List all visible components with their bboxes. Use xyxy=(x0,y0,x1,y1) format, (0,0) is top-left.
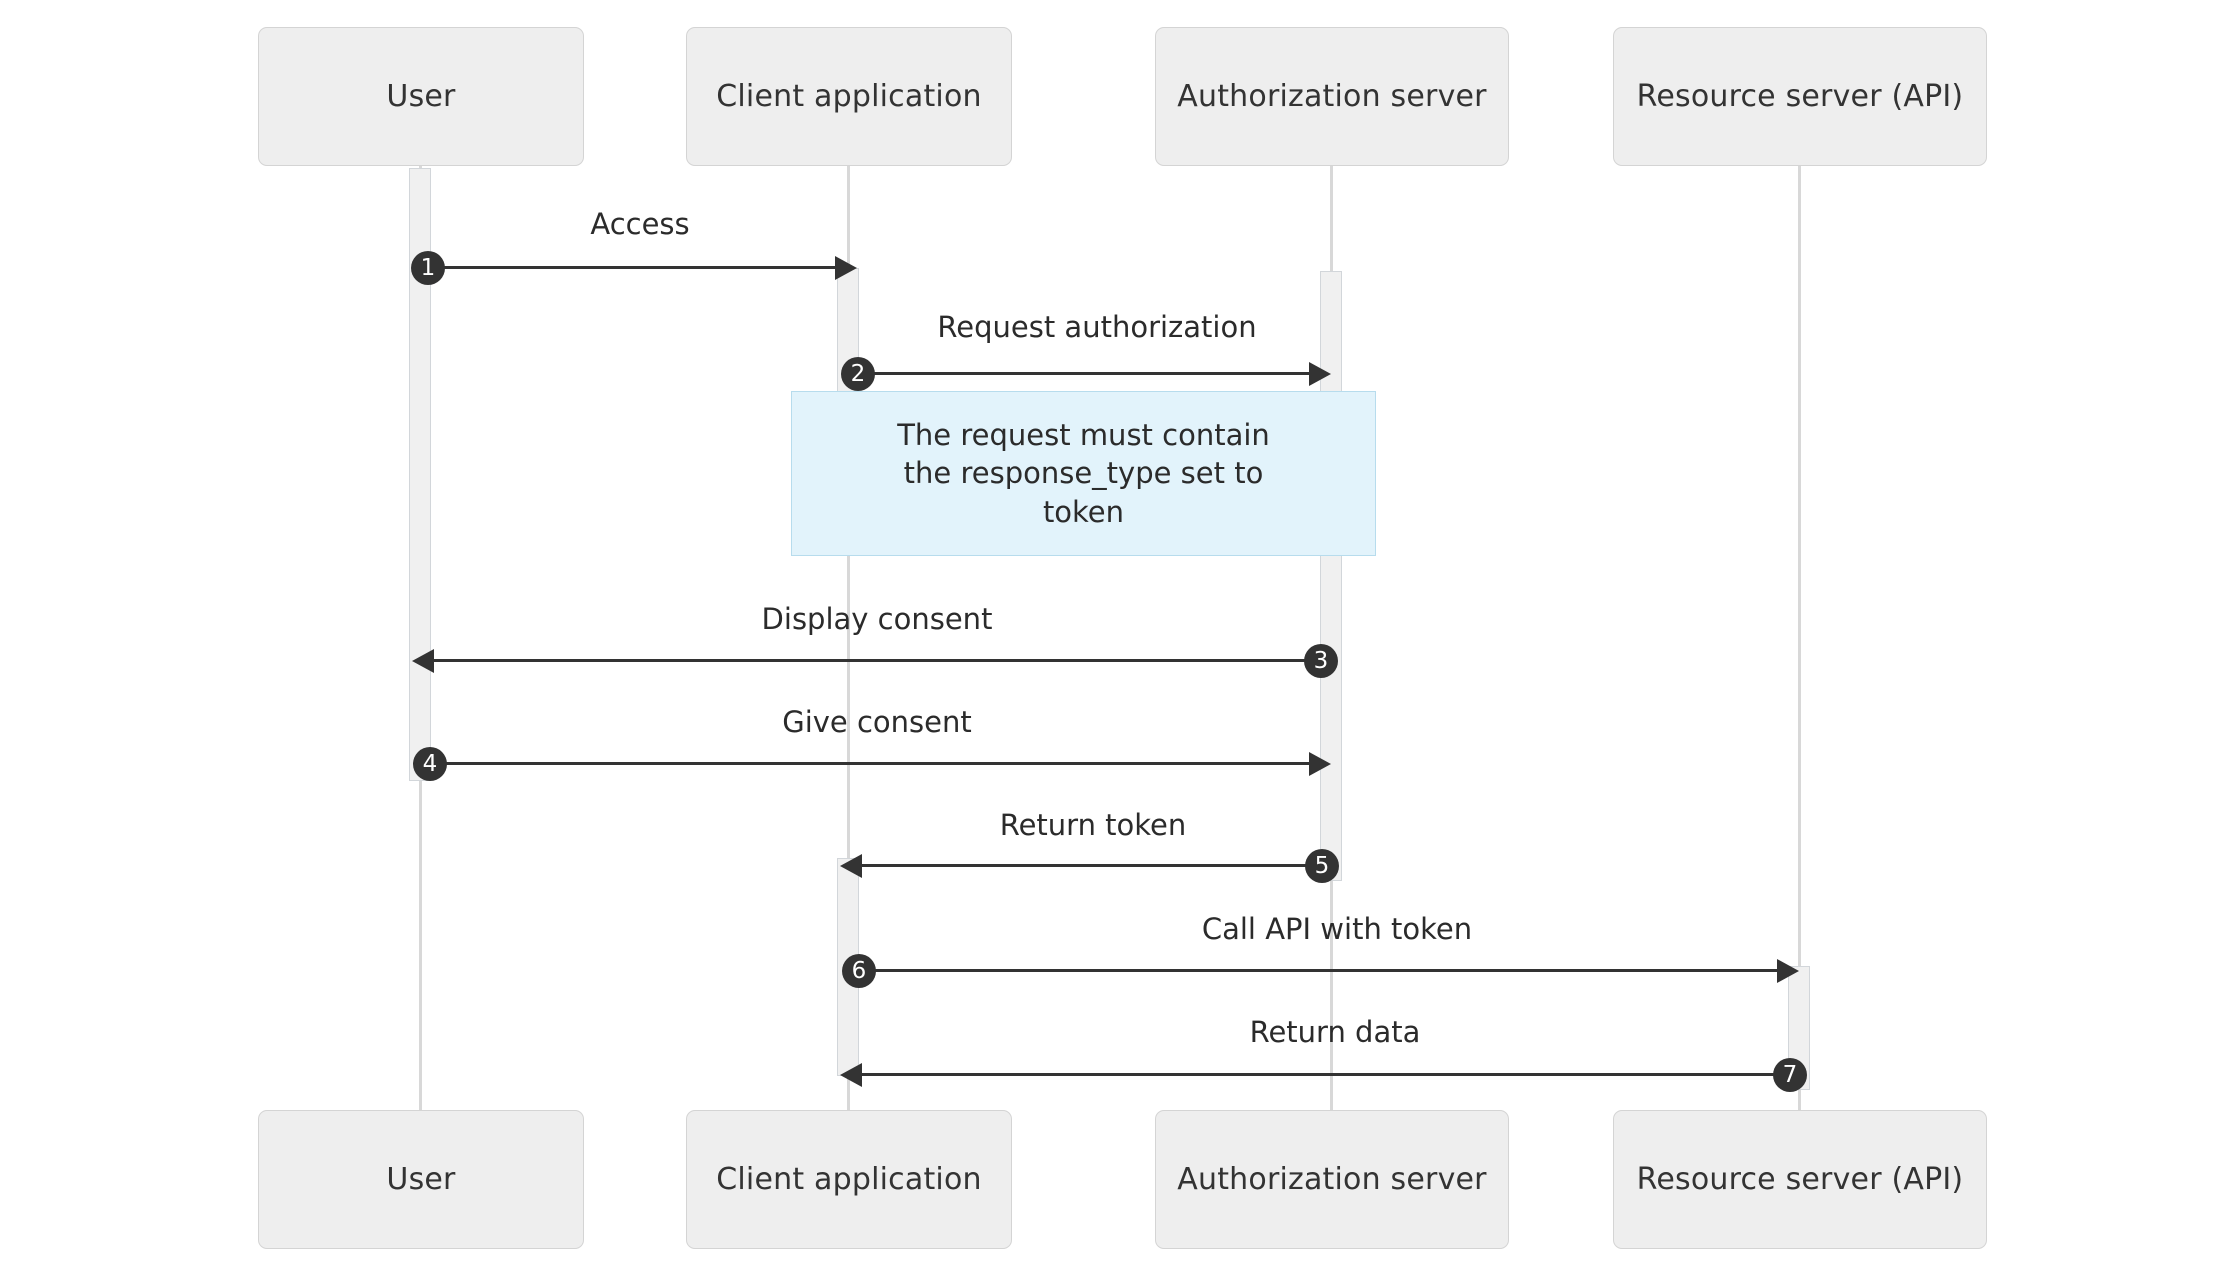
activation-bar-user xyxy=(409,168,431,781)
message-label-2: Request authorization xyxy=(937,310,1257,344)
message-label-7: Return data xyxy=(1249,1015,1421,1049)
message-line-5 xyxy=(860,864,1320,867)
participant-label-user-top: User xyxy=(386,79,456,114)
participant-label-api-top: Resource server (API) xyxy=(1636,79,1964,114)
message-arrowhead-5 xyxy=(840,854,862,878)
message-arrowhead-7 xyxy=(840,1063,862,1087)
participant-label-client-bottom: Client application xyxy=(716,1162,982,1197)
participant-label-client-top: Client application xyxy=(716,79,982,114)
participant-label-auth-top: Authorization server xyxy=(1177,79,1487,114)
message-label-6: Call API with token xyxy=(1201,912,1473,946)
participant-box-user-top[interactable]: User xyxy=(258,27,584,166)
message-label-1: Access xyxy=(590,207,690,241)
lifeline-api xyxy=(1798,166,1801,1111)
message-label-3: Display consent xyxy=(761,602,993,636)
message-label-5: Return token xyxy=(999,808,1187,842)
message-line-3 xyxy=(432,659,1318,662)
message-line-2 xyxy=(858,372,1323,375)
lifeline-client xyxy=(847,166,850,1111)
participant-label-auth-bottom: Authorization server xyxy=(1177,1162,1487,1197)
participant-box-client-bottom[interactable]: Client application xyxy=(686,1110,1012,1249)
message-label-4: Give consent xyxy=(782,705,972,739)
message-badge-2: 2 xyxy=(841,357,875,391)
message-badge-4: 4 xyxy=(413,747,447,781)
message-arrowhead-3 xyxy=(412,649,434,673)
participant-box-auth-bottom[interactable]: Authorization server xyxy=(1155,1110,1509,1249)
participant-box-client-top[interactable]: Client application xyxy=(686,27,1012,166)
message-line-1 xyxy=(428,266,840,269)
message-line-4 xyxy=(430,762,1323,765)
message-line-6 xyxy=(859,969,1791,972)
note-response-type: The request must contain the response_ty… xyxy=(791,391,1376,556)
message-line-7 xyxy=(860,1073,1790,1076)
message-badge-7: 7 xyxy=(1773,1058,1807,1092)
participant-label-api-bottom: Resource server (API) xyxy=(1636,1162,1964,1197)
participant-box-auth-top[interactable]: Authorization server xyxy=(1155,27,1509,166)
participant-box-api-bottom[interactable]: Resource server (API) xyxy=(1613,1110,1987,1249)
participant-label-user-bottom: User xyxy=(386,1162,456,1197)
message-arrowhead-2 xyxy=(1309,362,1331,386)
message-badge-6: 6 xyxy=(842,954,876,988)
note-text: The request must contain the response_ty… xyxy=(897,417,1270,529)
message-badge-1: 1 xyxy=(411,251,445,285)
participant-box-api-top[interactable]: Resource server (API) xyxy=(1613,27,1987,166)
message-arrowhead-1 xyxy=(835,256,857,280)
message-badge-5: 5 xyxy=(1305,849,1339,883)
message-arrowhead-4 xyxy=(1309,752,1331,776)
message-arrowhead-6 xyxy=(1777,959,1799,983)
participant-box-user-bottom[interactable]: User xyxy=(258,1110,584,1249)
message-badge-3: 3 xyxy=(1304,644,1338,678)
